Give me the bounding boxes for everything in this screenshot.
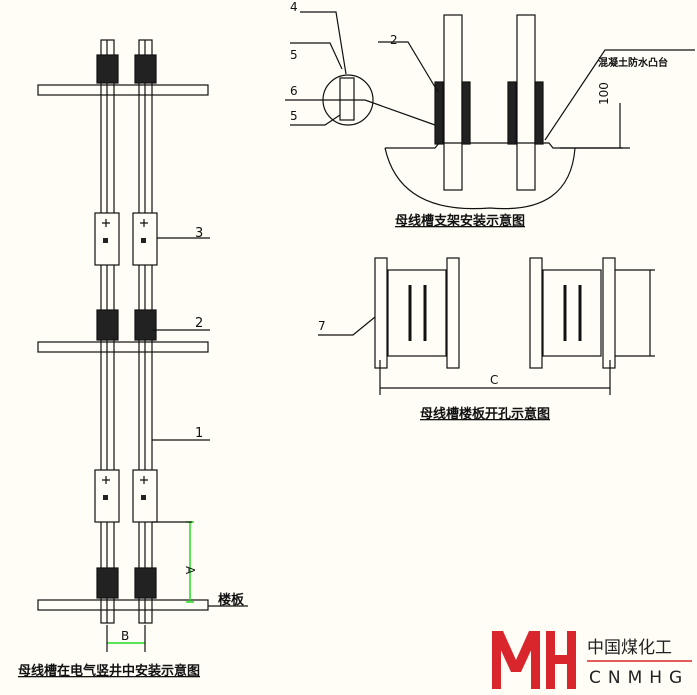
- bracket-detail: [285, 11, 695, 210]
- bracket-view-title: 母线槽支架安装示意图: [395, 213, 525, 229]
- brackets: [96, 54, 157, 599]
- label-5a: 5: [290, 48, 298, 62]
- curb-label: 混凝土防水凸台: [598, 56, 668, 69]
- logo-mark-mh: [492, 631, 576, 689]
- label-6: 6: [290, 84, 298, 98]
- floor-slab-top: [37, 84, 209, 96]
- label-2: 2: [195, 316, 203, 331]
- floor-slab-bottom: [37, 599, 209, 611]
- logo-cn-text: 中国煤化工: [587, 638, 672, 658]
- label-3: 3: [195, 226, 203, 241]
- floor-slab-middle: [37, 341, 209, 353]
- label-4: 4: [290, 0, 298, 14]
- label-5b: 5: [290, 109, 298, 123]
- floor-label: 楼板: [218, 592, 245, 608]
- opening-detail: [318, 257, 655, 395]
- logo-en-text: CNMHG: [589, 668, 689, 688]
- left-view-title: 母线槽在电气竖井中安装示意图: [18, 663, 200, 679]
- label-7: 7: [318, 319, 326, 333]
- dim-b: B: [121, 629, 129, 643]
- cnmhg-logo: 中国煤化工 CNMHG: [492, 631, 692, 689]
- dim-100: 100: [597, 82, 611, 105]
- dim-a: A: [183, 566, 197, 575]
- opening-view-title: 母线槽楼板开孔示意图: [420, 406, 550, 422]
- dim-c: C: [490, 373, 498, 387]
- plug-in-boxes: [94, 212, 158, 523]
- label-1: 1: [195, 426, 203, 441]
- label-2-bracket: 2: [390, 33, 398, 47]
